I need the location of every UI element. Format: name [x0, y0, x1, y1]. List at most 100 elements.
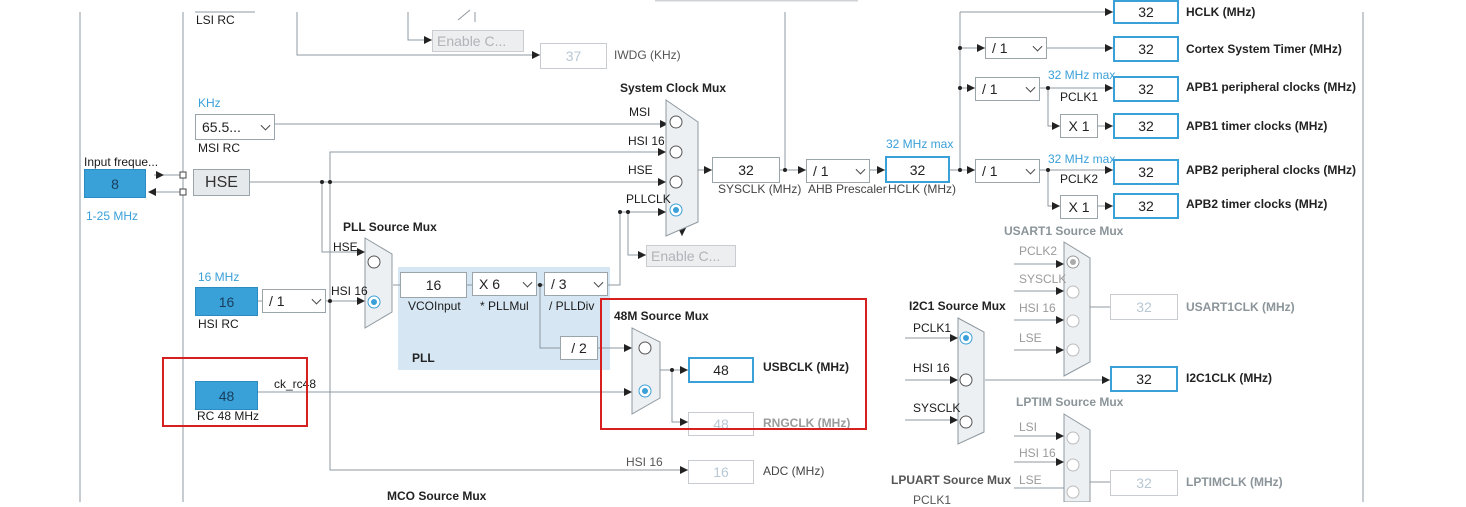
- rc48-highlight-frame: [162, 357, 308, 427]
- usart1-in-hsi16-label: HSI 16: [1019, 301, 1056, 315]
- apb1-prescaler-value: / 1: [982, 81, 998, 97]
- pll-in-hsi16-label: HSI 16: [331, 284, 368, 298]
- i2c1-in-sysclk-label: SYSCLK: [913, 401, 961, 415]
- cortex-timer-value[interactable]: 32: [1113, 36, 1179, 62]
- sysclk-label: SYSCLK (MHz): [718, 182, 802, 196]
- pll-div-select[interactable]: / 3: [544, 272, 608, 296]
- pll-in-hse-label: HSE: [333, 240, 358, 254]
- cortex-timer-div-value: / 1: [992, 40, 1008, 56]
- vco-input-value: 16: [400, 272, 467, 298]
- usbclk-value[interactable]: 48: [688, 357, 754, 383]
- chevron-down-icon: [311, 294, 322, 305]
- apb1-peripheral-label: APB1 peripheral clocks (MHz): [1186, 80, 1357, 94]
- hsi-rc-label: HSI RC: [198, 317, 239, 331]
- msi-range-select[interactable]: 65.5...: [195, 114, 275, 140]
- hclk-out-label: HCLK (MHz): [1186, 5, 1256, 19]
- usart1-in-pclk2-label: PCLK2: [1019, 244, 1058, 258]
- lsi-rc-label: LSI RC: [196, 13, 235, 27]
- usart1clk-label: USART1CLK (MHz): [1186, 300, 1295, 314]
- ahb-prescaler-select[interactable]: / 1: [806, 159, 870, 183]
- lptim-source-mux-title: LPTIM Source Mux: [1016, 395, 1124, 409]
- rc48-label: RC 48 MHz: [197, 409, 260, 423]
- usart1-in-sysclk-label: SYSCLK: [1019, 272, 1067, 286]
- pll-source-mux-title: PLL Source Mux: [343, 220, 437, 234]
- rc48-value[interactable]: 48: [195, 381, 258, 410]
- system-clock-mux-title: System Clock Mux: [620, 81, 727, 95]
- sysclk-in-hse-label: HSE: [628, 163, 653, 177]
- hclk-max-label: 32 MHz max: [886, 137, 954, 151]
- lptim-in-hsi16-label: HSI 16: [1019, 446, 1056, 460]
- pll-div2-value: / 2: [560, 336, 598, 360]
- adc-in-hsi16-label: HSI 16: [626, 455, 663, 469]
- hclk-out-value[interactable]: 32: [1113, 0, 1179, 24]
- mco-source-mux-title: MCO Source Mux: [387, 489, 487, 503]
- apb2-timer-value[interactable]: 32: [1113, 193, 1179, 219]
- cortex-timer-label: Cortex System Timer (MHz): [1186, 42, 1342, 56]
- lpuart-source-mux-title: LPUART Source Mux: [891, 473, 1012, 487]
- apb2-peripheral-label: APB2 peripheral clocks (MHz): [1186, 163, 1357, 177]
- apb2-peripheral-value[interactable]: 32: [1113, 159, 1179, 185]
- lsi-enable-css-button[interactable]: Enable C...: [432, 30, 524, 52]
- hse-input-frequency[interactable]: 8: [84, 169, 146, 198]
- apb1-timer-value[interactable]: 32: [1113, 113, 1179, 139]
- sysclk-value: 32: [712, 157, 780, 183]
- usart1-in-lse-label: LSE: [1019, 331, 1042, 345]
- apb1-max-label: 32 MHz max: [1048, 68, 1116, 82]
- 48m-source-mux-title: 48M Source Mux: [614, 309, 709, 323]
- iwdg-value: 37: [540, 43, 607, 69]
- usart1-source-mux: [1063, 241, 1091, 377]
- lptim-in-lse-label: LSE: [1019, 473, 1042, 487]
- apb2-max-label: 32 MHz max: [1048, 152, 1116, 166]
- pll-source-mux: [364, 237, 393, 329]
- i2c1-in-hsi16-label: HSI 16: [913, 361, 950, 375]
- i2c1-source-mux-title: I2C1 Source Mux: [909, 299, 1006, 313]
- pll-div-value: / 3: [551, 276, 567, 292]
- apb1-prescaler-select[interactable]: / 1: [975, 77, 1040, 101]
- usbclk-label: USBCLK (MHz): [763, 360, 849, 374]
- msi-range-value: 65.5...: [202, 119, 241, 135]
- usart1clk-value: 32: [1110, 294, 1178, 320]
- pll-div-label: / PLLDiv: [549, 299, 595, 313]
- apb2-prescaler-value: / 1: [982, 163, 998, 179]
- chevron-down-icon: [522, 277, 533, 288]
- i2c1clk-label: I2C1CLK (MHz): [1186, 371, 1272, 385]
- pclk1-label: PCLK1: [1060, 90, 1099, 104]
- chevron-down-icon: [855, 164, 866, 175]
- apb2-prescaler-select[interactable]: / 1: [975, 159, 1040, 183]
- vco-input-label: VCOInput: [408, 299, 461, 313]
- ahb-prescaler-value: / 1: [813, 163, 829, 179]
- i2c1-in-pclk1-label: PCLK1: [913, 321, 952, 335]
- msi-rc-label: MSI RC: [198, 141, 240, 155]
- lptimclk-label: LPTIMCLK (MHz): [1186, 475, 1283, 489]
- chevron-down-icon: [1025, 164, 1036, 175]
- sysclk-enable-css-button[interactable]: Enable C...: [646, 245, 736, 267]
- chevron-down-icon: [1025, 82, 1036, 93]
- sysclk-in-msi-label: MSI: [629, 105, 651, 119]
- i2c1clk-value[interactable]: 32: [1110, 366, 1178, 392]
- hsi-unit-label: 16 MHz: [198, 270, 240, 284]
- rngclk-label: RNGCLK (MHz): [763, 416, 851, 430]
- usb48-highlight-frame: [600, 298, 867, 430]
- pclk2-label: PCLK2: [1060, 172, 1099, 186]
- hclk-value[interactable]: 32: [885, 156, 950, 183]
- pll-mul-select[interactable]: X 6: [472, 272, 537, 296]
- cortex-timer-div-select[interactable]: / 1: [985, 37, 1047, 59]
- system-clock-mux: [665, 99, 699, 237]
- chevron-down-icon: [1032, 41, 1043, 52]
- hsi-divider-select[interactable]: / 1: [262, 289, 326, 313]
- lptim-in-lsi-label: LSI: [1019, 420, 1038, 434]
- hsi-rc-value[interactable]: 16: [195, 287, 258, 316]
- pll-mul-label: * PLLMul: [480, 299, 529, 313]
- input-frequency-label: Input freque...: [84, 155, 159, 169]
- ahb-prescaler-label: AHB Prescaler: [808, 182, 887, 196]
- lptimclk-value: 32: [1110, 470, 1178, 496]
- hse-range-label: 1-25 MHz: [86, 209, 139, 223]
- rngclk-value: 48: [688, 412, 754, 436]
- apb2-timer-mul: X 1: [1060, 195, 1098, 219]
- apb1-peripheral-value[interactable]: 32: [1113, 76, 1179, 102]
- apb2-timer-label: APB2 timer clocks (MHz): [1186, 197, 1328, 211]
- hsi-divider-value: / 1: [269, 293, 285, 309]
- hse-oscillator[interactable]: HSE: [193, 169, 250, 196]
- adc-value: 16: [688, 460, 754, 484]
